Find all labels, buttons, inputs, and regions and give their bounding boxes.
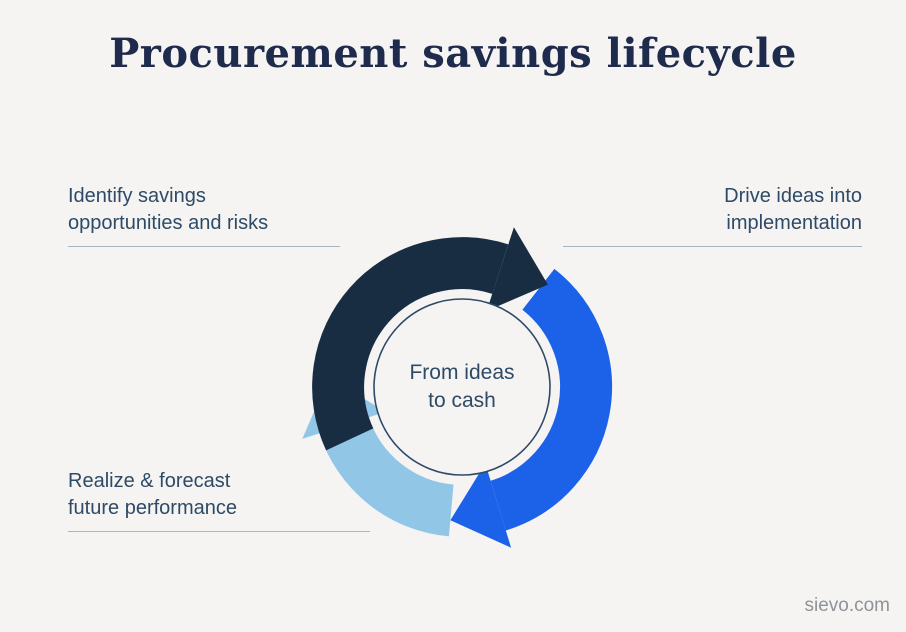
label-line-1: Realize & forecast (68, 470, 231, 492)
center-circle (373, 298, 551, 476)
arc-dark-navy (312, 237, 509, 451)
label-line-2: implementation (726, 212, 862, 234)
page-title: Procurement savings lifecycle (109, 30, 797, 77)
label-line-2: future performance (68, 497, 237, 519)
cycle-diagram (302, 227, 612, 548)
label-line-1: Drive ideas into (724, 185, 862, 207)
label-identify-savings: Identify savings opportunities and risks (68, 183, 340, 247)
site-credit: sievo.com (804, 595, 890, 616)
label-drive-ideas: Drive ideas into implementation (563, 183, 862, 247)
label-line-1: Identify savings (68, 185, 206, 207)
label-line-2: opportunities and risks (68, 212, 269, 234)
label-realize-forecast: Realize & forecast future performance (68, 468, 370, 532)
arc-light-blue (319, 416, 455, 537)
arc-blue (489, 268, 612, 531)
arrowhead-dark-navy-icon (486, 227, 548, 311)
arrowhead-blue-icon (450, 463, 512, 548)
center-label: From ideas to cash (409, 361, 515, 412)
